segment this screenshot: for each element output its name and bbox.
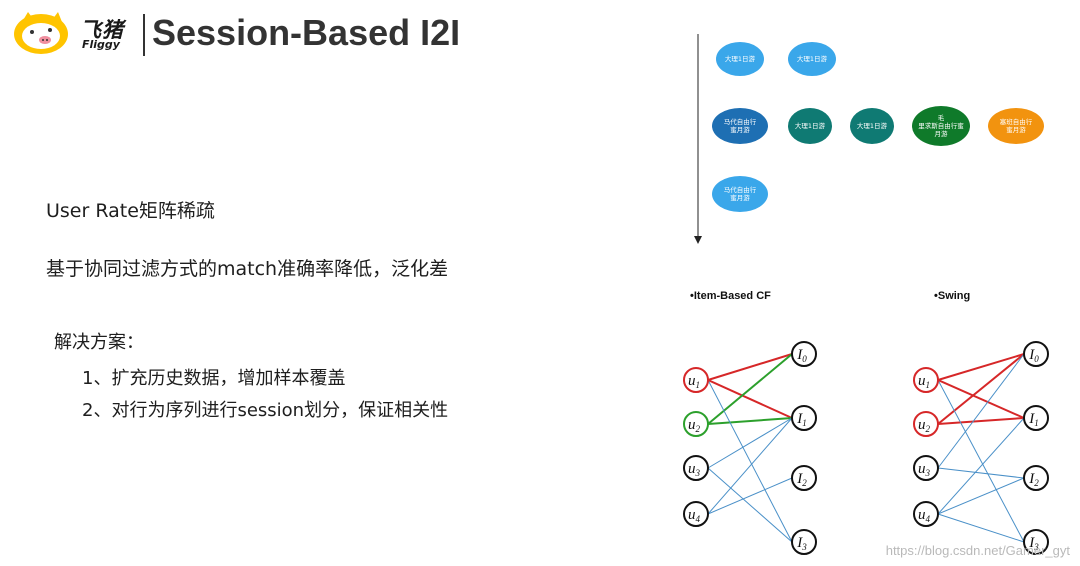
swing-edge-u3-i3 [937, 513, 1025, 543]
swing-user-node [913, 411, 939, 437]
session-node: 大理1日游 [788, 42, 836, 76]
swing-edge-u0-i0 [937, 353, 1025, 381]
cf-user-node [683, 455, 709, 481]
swing-item-label: I0 [1028, 347, 1039, 364]
solution-title: 解决方案： [54, 332, 144, 353]
swing-item-label: I3 [1028, 535, 1039, 552]
session-node: 大理1日游 [850, 108, 894, 144]
cf-edge-u3-i1 [707, 417, 793, 515]
swing-user-node [913, 501, 939, 527]
swing-item-node [1023, 341, 1049, 367]
swing-item-node [1023, 529, 1049, 555]
cf-item-node [791, 341, 817, 367]
watermark: https://blog.csdn.net/Gamer_gyt [885, 543, 1070, 558]
cf-item-node [791, 529, 817, 555]
swing-edge-u1-i0 [937, 353, 1025, 425]
swing-edge-u2-i0 [937, 353, 1025, 469]
cf-item-label: I1 [796, 411, 807, 428]
session-node: 大理1日游 [716, 42, 764, 76]
cf-item-label: I2 [796, 471, 807, 488]
session-node: 塞班自由行 蜜月游 [988, 108, 1044, 144]
session-node: 马代自由行 蜜月游 [712, 108, 768, 144]
swing-edge-u2-i2 [937, 467, 1025, 479]
timeline-arrow [694, 34, 702, 244]
swing-user-node [913, 367, 939, 393]
swing-edge-u0-i3 [937, 379, 1025, 543]
cf-item-node [791, 405, 817, 431]
problem-line-1: User Rate矩阵稀疏 [46, 200, 215, 222]
swing-user-node [913, 455, 939, 481]
solution-item-2: 2、对行为序列进行session划分，保证相关性 [82, 400, 449, 421]
swing-item-label: I1 [1028, 411, 1039, 428]
swing-edge-u0-i1 [937, 379, 1025, 419]
cf-user-node [683, 411, 709, 437]
swing-item-node [1023, 465, 1049, 491]
cf-edge-u1-i0 [707, 353, 793, 425]
brand-name-cn: 飞猪 [80, 18, 124, 42]
session-node: 大理1日游 [788, 108, 832, 144]
item-based-cf-title: •Item-Based CF [690, 290, 771, 302]
fliggy-logo-icon [14, 12, 68, 54]
cf-edge-u1-i1 [707, 417, 793, 425]
swing-edge-u1-i1 [937, 417, 1025, 425]
cf-user-node [683, 367, 709, 393]
swing-edge-u3-i2 [937, 477, 1025, 515]
cf-item-node [791, 465, 817, 491]
cf-edge-u0-i0 [707, 353, 793, 381]
problem-line-2: 基于协同过滤方式的match准确率降低，泛化差 [46, 258, 449, 280]
page-title: Session-Based I2I [152, 12, 461, 53]
cf-item-label: I0 [796, 347, 807, 364]
swing-edge-u3-i1 [937, 417, 1025, 515]
cf-user-node [683, 501, 709, 527]
cf-edge-u3-i2 [707, 477, 793, 515]
cf-edge-u2-i3 [707, 467, 793, 543]
solution-item-1: 1、扩充历史数据，增加样本覆盖 [82, 368, 346, 389]
cf-edge-u0-i3 [707, 379, 793, 543]
cf-item-label: I3 [796, 535, 807, 552]
session-node: 马代自由行 蜜月游 [712, 176, 768, 212]
session-node: 毛 里求斯自由行蜜 月游 [912, 106, 970, 146]
swing-item-node [1023, 405, 1049, 431]
header-divider [143, 14, 145, 56]
swing-item-label: I2 [1028, 471, 1039, 488]
swing-title: •Swing [934, 290, 971, 302]
cf-edge-u2-i1 [707, 417, 793, 469]
cf-edge-u0-i1 [707, 379, 793, 419]
brand-name-en: Fliggy [82, 38, 120, 51]
